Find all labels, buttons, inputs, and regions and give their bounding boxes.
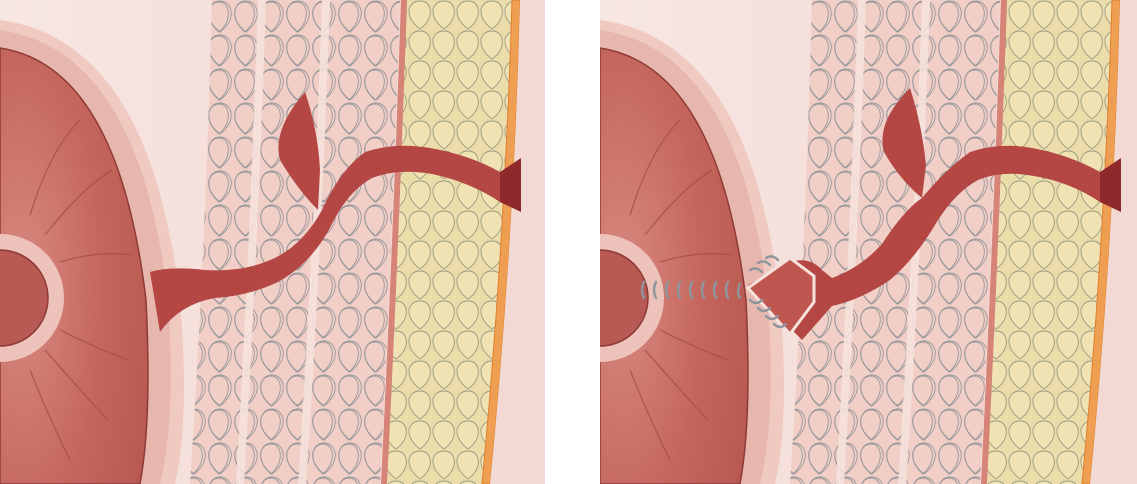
panel-before-closure	[0, 0, 545, 484]
muscle-cells	[190, 0, 400, 484]
anatomy-diagram-after	[600, 0, 1137, 484]
anatomy-diagram-before	[0, 0, 545, 484]
panel-after-closure	[600, 0, 1137, 484]
